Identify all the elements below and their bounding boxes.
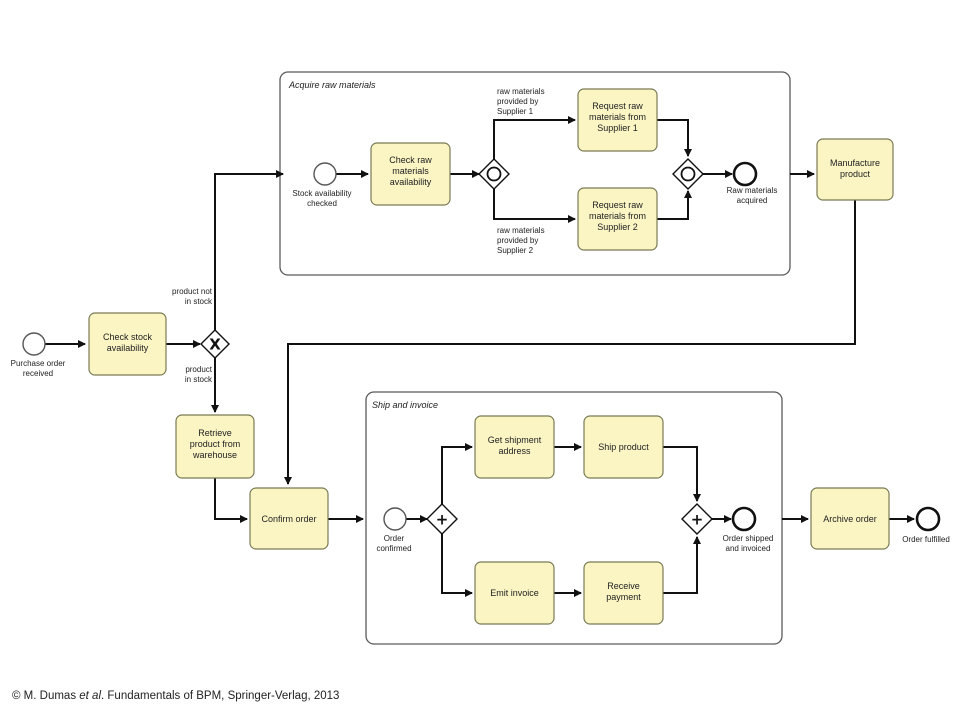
sequence-flows — [45, 116, 915, 597]
task-manufacture-product[interactable] — [816, 138, 894, 201]
end-event-raw-materials-acquired[interactable] — [732, 161, 758, 187]
start-event-purchase-order[interactable] — [22, 332, 46, 356]
task-confirm-order[interactable] — [249, 487, 329, 550]
task-check-raw-materials-availability[interactable] — [370, 142, 451, 206]
start-event-order-confirmed[interactable] — [383, 507, 407, 531]
task-request-raw-materials-supplier-1[interactable] — [577, 88, 658, 152]
task-retrieve-product-from-warehouse[interactable] — [175, 414, 255, 479]
start-event-stock-checked[interactable] — [313, 162, 337, 186]
copyright-etal: et al — [79, 690, 102, 702]
xor-gateway-symbol: X — [209, 336, 221, 354]
task-ship-product[interactable] — [583, 415, 664, 479]
or-join-gateway-circle — [680, 166, 696, 182]
copyright-suffix: . Fundamentals of BPM, Springer-Verlag, … — [101, 690, 340, 702]
task-emit-invoice[interactable] — [474, 561, 555, 625]
task-request-raw-materials-supplier-2[interactable] — [577, 187, 658, 251]
and-join-gateway-shipping[interactable] — [681, 503, 713, 535]
copyright-prefix: © M. Dumas — [12, 690, 80, 702]
subprocess-acquire-label: Acquire raw materials — [288, 80, 376, 90]
end-event-order-fulfilled[interactable] — [915, 506, 941, 532]
task-label: Archive order — [823, 514, 877, 524]
and-split-gateway-symbol: + — [436, 511, 449, 529]
event-label: Order fulfilled — [902, 535, 950, 544]
task-archive-order[interactable] — [810, 487, 890, 550]
task-get-shipment-address[interactable] — [474, 415, 555, 479]
task-receive-payment[interactable] — [583, 561, 664, 625]
task-label: Ship product — [598, 442, 649, 452]
and-join-gateway-symbol: + — [691, 511, 704, 529]
task-label: Emit invoice — [490, 588, 539, 598]
task-label: Confirm order — [261, 514, 316, 524]
copyright-footer: © M. Dumas et al. Fundamentals of BPM, S… — [12, 690, 339, 702]
end-event-shipped-invoiced[interactable] — [731, 506, 757, 532]
or-join-gateway-suppliers[interactable] — [672, 158, 704, 190]
xor-gateway-stock[interactable] — [200, 329, 230, 359]
and-split-gateway-shipping[interactable] — [426, 503, 458, 535]
task-check-stock-availability[interactable] — [88, 312, 167, 376]
or-split-gateway-circle — [486, 166, 502, 182]
subprocess-ship-label: Ship and invoice — [372, 400, 438, 410]
or-split-gateway-suppliers[interactable] — [478, 158, 510, 190]
